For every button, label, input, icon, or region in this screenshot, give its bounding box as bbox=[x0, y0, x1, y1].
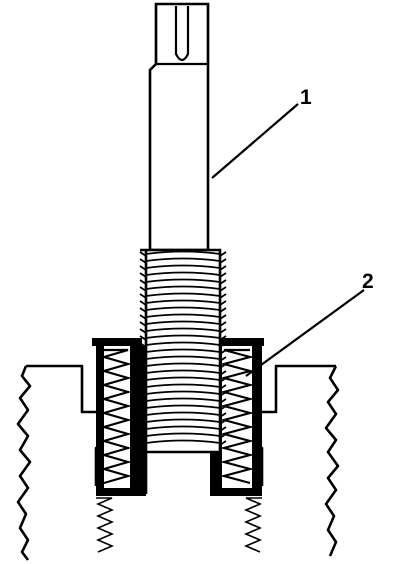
workpiece-right bbox=[252, 364, 340, 557]
leader-line-1 bbox=[211, 103, 299, 179]
thread-insert-left bbox=[92, 338, 146, 496]
callout-2-label: 2 bbox=[362, 270, 374, 293]
bore-thread-left bbox=[95, 497, 115, 553]
bore-thread-right bbox=[243, 497, 263, 553]
tap-thread-lines bbox=[139, 250, 227, 446]
bore-threads bbox=[95, 497, 263, 553]
insert-coil-right bbox=[219, 348, 255, 485]
callout-1-label: 1 bbox=[300, 86, 312, 109]
leader-line-2 bbox=[245, 289, 365, 377]
insert-coil-left bbox=[100, 348, 132, 485]
tap-tool bbox=[139, 2, 227, 494]
